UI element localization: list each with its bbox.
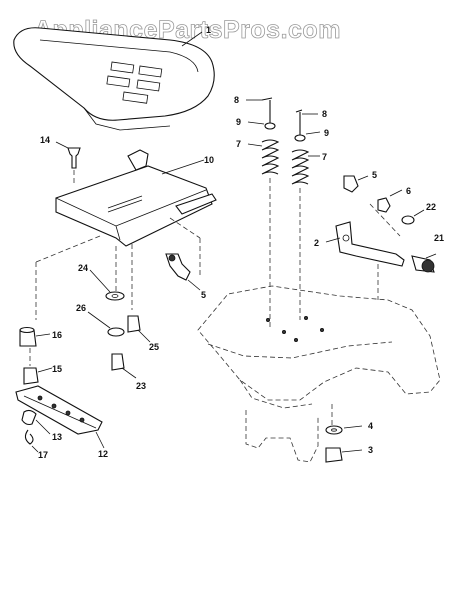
part-15-bushing [23, 348, 53, 385]
callout-26: 26 [76, 303, 86, 313]
callout-7-right: 7 [322, 152, 327, 162]
part-3-bolt [325, 447, 363, 463]
part-9-nut-left [247, 121, 276, 130]
part-9-nut-right [294, 131, 321, 142]
callout-15: 15 [52, 364, 62, 374]
callout-16: 16 [52, 330, 62, 340]
callout-21: 21 [434, 233, 444, 243]
callout-1: 1 [206, 25, 211, 35]
part-7-spring-right [291, 149, 320, 320]
part-14-knob [55, 141, 81, 184]
part-22-nut [401, 209, 425, 225]
callout-13: 13 [52, 432, 62, 442]
part-21-knob [411, 253, 437, 273]
callout-2: 2 [314, 238, 319, 248]
part-2-bracket [325, 203, 405, 300]
part-17-spring-clip [24, 429, 39, 453]
callout-10: 10 [204, 155, 214, 165]
part-6-nut [377, 189, 403, 213]
part-26-washer [87, 311, 125, 337]
callout-24: 24 [78, 263, 88, 273]
callout-8-left: 8 [234, 95, 239, 105]
part-25-bolt [127, 315, 151, 343]
callout-9-left: 9 [236, 117, 241, 127]
callout-8-right: 8 [322, 109, 327, 119]
part-7-spring-left [247, 139, 280, 330]
callout-5-right: 5 [372, 170, 377, 180]
chassis-frame [197, 285, 441, 463]
callout-25: 25 [149, 342, 159, 352]
part-8-bolt-left [246, 97, 273, 126]
part-16-bushing [19, 326, 51, 347]
callout-6: 6 [406, 186, 411, 196]
callout-22: 22 [426, 202, 436, 212]
part-8-bolt-right [295, 109, 318, 138]
callout-4: 4 [368, 421, 373, 431]
part-23-bolt [111, 353, 137, 379]
callout-14: 14 [40, 135, 50, 145]
callout-12: 12 [98, 449, 108, 459]
callout-23: 23 [136, 381, 146, 391]
callout-5-left: 5 [201, 290, 206, 300]
part-1-seat [13, 27, 215, 131]
callout-9-right: 9 [324, 128, 329, 138]
part-5-latch-left [165, 253, 201, 291]
part-12-slide-rail [15, 385, 105, 449]
part-5-latch-right [343, 175, 369, 193]
callout-7-left: 7 [236, 139, 241, 149]
part-24-washer [89, 269, 125, 301]
part-13-clip [21, 409, 51, 435]
part-4-washer [325, 425, 363, 435]
callout-3: 3 [368, 445, 373, 455]
part-10-seat-pan [35, 149, 217, 320]
callout-17: 17 [38, 450, 48, 460]
